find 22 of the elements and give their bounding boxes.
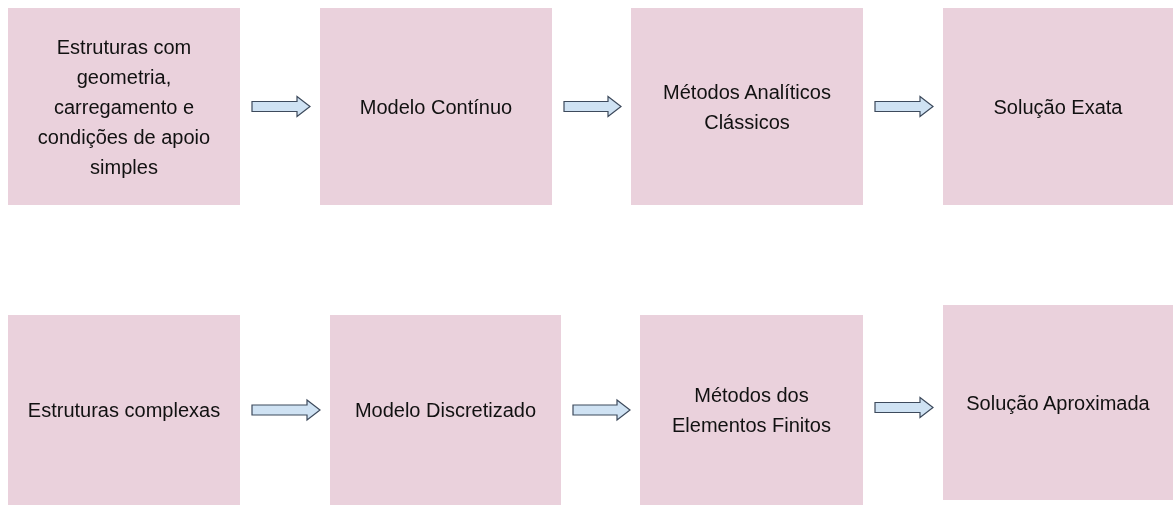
block-arrow <box>251 95 311 118</box>
process-box <box>943 305 1173 500</box>
block-arrow <box>251 398 321 422</box>
box-label: Estruturas complexas <box>27 398 221 423</box>
process-box <box>640 315 863 505</box>
box-label: Solução Exata <box>993 94 1123 120</box>
block-arrow <box>563 95 622 118</box>
process-box <box>330 315 561 505</box>
box-label: Modelo Discretizado <box>354 398 537 423</box>
process-box <box>943 8 1173 205</box>
box-label: Estruturas com geometria, carregamento e condições de apoio simples <box>36 34 212 180</box>
process-box <box>8 8 240 205</box>
block-arrow <box>572 398 631 422</box>
box-label: Métodos Analíticos Clássicos <box>662 79 832 135</box>
box-label: Modelo Contínuo <box>359 94 513 120</box>
block-arrow <box>874 95 934 118</box>
box-label: Solução Aproximada <box>966 390 1150 416</box>
process-box <box>631 8 863 205</box>
block-arrow <box>874 396 934 419</box>
process-box <box>320 8 552 205</box>
process-box <box>8 315 240 505</box>
box-label: Métodos dos Elementos Finitos <box>671 383 832 438</box>
